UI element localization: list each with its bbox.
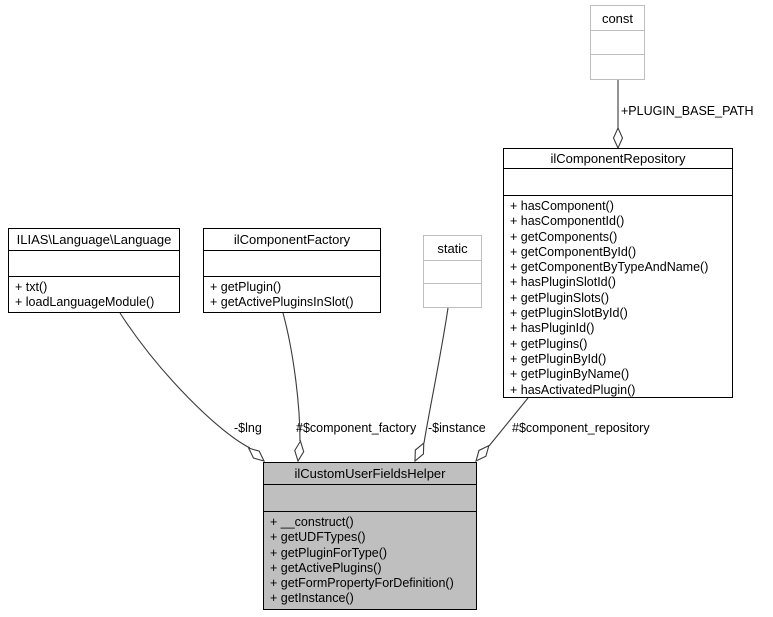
method: + getActivePlugins() bbox=[270, 560, 382, 575]
edge-label-component-factory: #$component_factory bbox=[296, 421, 417, 435]
class-title: ilComponentFactory bbox=[233, 232, 351, 247]
class-ilcomponentfactory[interactable]: ilComponentFactory + getPlugin() + getAc… bbox=[203, 228, 381, 313]
attributes-compartment bbox=[264, 484, 476, 511]
aggregation-diamond-icon bbox=[294, 439, 305, 463]
method: + hasPluginSlotId() bbox=[510, 275, 616, 290]
methods-compartment: + __construct() + getUDFTypes() + getPlu… bbox=[264, 511, 476, 612]
method: + hasComponent() bbox=[510, 199, 614, 213]
empty-compartment bbox=[424, 260, 481, 283]
edge-label-component-repository: #$component_repository bbox=[512, 421, 650, 435]
method: + hasComponentId() bbox=[510, 214, 625, 229]
methods-compartment: + txt() + loadLanguageModule() bbox=[9, 276, 179, 315]
empty-compartment bbox=[424, 283, 481, 306]
class-title: ilCustomUserFieldsHelper bbox=[294, 466, 446, 481]
method: + getInstance() bbox=[270, 591, 354, 606]
edge-label-lng: -$lng bbox=[234, 421, 262, 435]
methods-compartment: + hasComponent() + hasComponentId() + ge… bbox=[504, 195, 732, 400]
class-title: ILIAS\Language\Language bbox=[16, 232, 172, 247]
class-static[interactable]: static bbox=[423, 235, 482, 308]
method: + getComponents() bbox=[510, 229, 618, 244]
aggregation-diamond-icon bbox=[612, 126, 624, 150]
method: + getPlugin() bbox=[210, 280, 282, 294]
edge-label-instance: -$instance bbox=[428, 421, 486, 435]
method: + getPluginById() bbox=[510, 351, 607, 366]
aggregation-diamond-icon bbox=[414, 441, 425, 463]
class-ilcomponentrepository[interactable]: ilComponentRepository + hasComponent() +… bbox=[503, 148, 733, 398]
edge-label-plugin-base-path: +PLUGIN_BASE_PATH bbox=[621, 104, 754, 118]
empty-compartment bbox=[591, 54, 644, 78]
attributes-compartment bbox=[204, 250, 380, 276]
class-title: ilComponentRepository bbox=[550, 151, 686, 166]
method: + getFormPropertyForDefinition() bbox=[270, 576, 454, 591]
method: + getPluginByName() bbox=[510, 367, 630, 382]
method: + __construct() bbox=[270, 515, 354, 529]
attributes-compartment bbox=[9, 250, 179, 276]
method: + getComponentByTypeAndName() bbox=[510, 260, 709, 275]
class-ilcustomuserfieldshelper[interactable]: ilCustomUserFieldsHelper + __construct()… bbox=[263, 462, 477, 610]
attributes-compartment bbox=[504, 168, 732, 195]
class-const[interactable]: const bbox=[590, 5, 645, 80]
method: + getUDFTypes() bbox=[270, 530, 366, 545]
method: + getActivePluginsInSlot() bbox=[210, 295, 354, 310]
class-title: const bbox=[601, 10, 634, 26]
method: + getPlugins() bbox=[510, 336, 588, 351]
class-ilias-language[interactable]: ILIAS\Language\Language + txt() + loadLa… bbox=[8, 228, 180, 313]
method: + hasActivatedPlugin() bbox=[510, 382, 636, 397]
edge-lng bbox=[119, 312, 251, 449]
method: + getPluginForType() bbox=[270, 545, 388, 560]
method: + getComponentById() bbox=[510, 244, 637, 259]
class-title: static bbox=[437, 240, 468, 256]
aggregation-diamond-icon bbox=[475, 444, 490, 463]
method: + txt() bbox=[15, 280, 48, 294]
method: + hasPluginId() bbox=[510, 321, 595, 336]
method: + getPluginSlotById() bbox=[510, 306, 628, 321]
methods-compartment: + getPlugin() + getActivePluginsInSlot() bbox=[204, 276, 380, 315]
method: + getPluginSlots() bbox=[510, 290, 610, 305]
empty-compartment bbox=[591, 30, 644, 54]
method: + loadLanguageModule() bbox=[15, 295, 155, 310]
